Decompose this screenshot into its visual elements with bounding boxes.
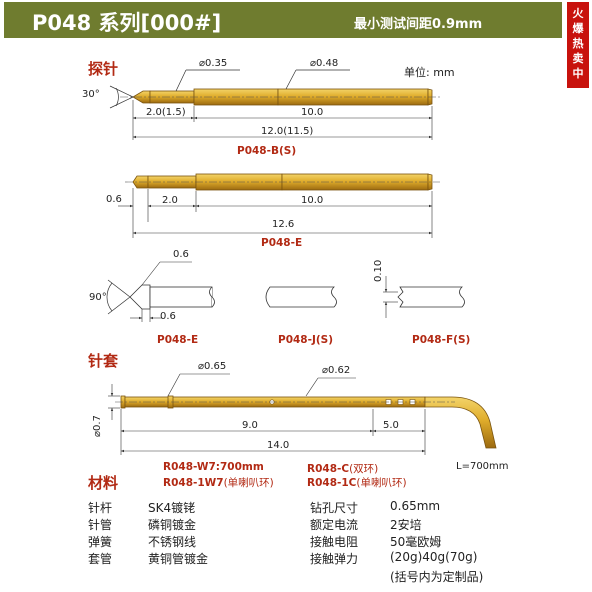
dim-label: 10.0 [301,107,324,118]
model-note: (单喇叭环) [223,477,274,489]
spec-key: 针杆 [88,501,113,515]
badge-char: 热 [572,37,584,50]
badge-char: 中 [572,67,584,80]
header-bar: P048 系列[000#] 最小测试间距0.9mm [4,2,562,38]
page-title: P048 系列[000#] [32,11,222,35]
model-a2: R048-1W7(单喇叭环) [163,475,274,490]
dim-label: 0.6 [160,311,176,322]
angle-label: 30° [82,89,100,100]
spec-value: 不锈钢线 [148,535,197,549]
spec-value: 黄铜管镀金 [148,552,209,566]
spec-key: 接触电阻 [310,535,359,549]
model-name: P048-B(S) [237,145,297,157]
model-code: R048-1C [307,477,357,489]
model-b2: R048-1C(单喇叭环) [307,475,407,490]
tube-drawing [108,373,497,455]
model-note: (单喇叭环) [356,477,407,489]
spec-key: 套管 [88,552,113,566]
model-name: P048-F(S) [412,334,471,346]
spec-key: 额定电流 [310,518,359,532]
probe-b-drawing [109,69,440,140]
length-label: L=700mm [456,461,509,472]
dim-label: 0.6 [173,249,189,260]
custom-note: (括号内为定制品) [390,570,484,584]
dim-label: 0.10 [373,259,384,282]
spec-key: 接触弹力 [310,552,359,566]
model-code: R048-1W7 [163,477,224,489]
model-name: P048-E [261,237,303,249]
angle-label: 90° [89,292,107,303]
dia-label: ⌀0.48 [310,58,339,69]
spec-value: 50毫欧姆 [390,535,442,549]
section-material: 材料 [88,474,119,492]
dia-label: ⌀0.35 [199,58,228,69]
badge-char: 卖 [572,52,584,65]
badge-char: 爆 [572,22,584,35]
model-b1: R048-C(双环) [307,461,378,476]
probe-e-drawing [118,173,440,238]
unit-label: 单位: mm [404,66,455,79]
model-name: P048-J(S) [278,334,334,346]
hot-sale-badge: 火 爆 热 卖 中 [567,2,589,88]
dim-label: 10.0 [301,195,324,206]
model-note: (双环) [349,463,379,475]
section-probe: 探针 [88,60,119,78]
spec-value: SK4镀铑 [148,501,196,515]
spec-value: 0.65mm [390,499,441,513]
model-a1: R048-W7:700mm [163,461,264,473]
model-name: P048-E [157,334,199,346]
dim-label: 0.6 [106,194,122,205]
tip-j-detail [265,286,337,308]
dim-label: 5.0 [383,420,399,431]
dim-label: 2.0 [162,195,178,206]
dim-label: 9.0 [242,420,258,431]
spec-value: 磷铜镀金 [148,518,197,532]
min-spacing-label: 最小测试间距0.9mm [354,17,483,32]
model-code: R048-C [307,463,350,475]
spec-value: (20g)40g(70g) [390,550,478,564]
spec-key: 钻孔尺寸 [310,501,359,515]
dim-label: 12.0(11.5) [261,126,314,137]
tip-e-detail [106,261,215,322]
tip-f-detail [383,276,465,318]
dia-label: ⌀0.65 [198,361,227,372]
spec-value: 2安培 [390,518,422,532]
badge-char: 火 [572,7,584,20]
dia-label: ⌀0.7 [92,415,103,437]
dia-label: ⌀0.62 [322,365,351,376]
section-tube: 针套 [88,352,119,370]
spec-key: 弹簧 [88,535,113,549]
dim-label: 2.0(1.5) [146,107,186,118]
dim-label: 14.0 [267,440,290,451]
spec-key: 针管 [88,518,113,532]
dim-label: 12.6 [272,219,295,230]
